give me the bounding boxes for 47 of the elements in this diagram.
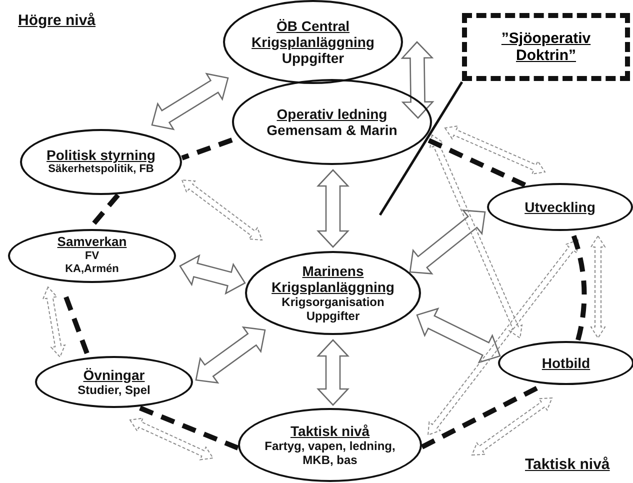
- double-arrow: [444, 125, 546, 175]
- ellipse-node: [8, 229, 176, 283]
- node-heading: Övningar: [83, 366, 145, 383]
- double-arrow: [195, 326, 266, 384]
- double-arrow: [409, 210, 486, 274]
- dashed-line: [64, 296, 90, 357]
- dashed-line: [181, 138, 233, 160]
- double-arrow: [590, 235, 606, 339]
- double-arrow: [429, 134, 523, 339]
- node-text: Säkerhetspolitik, FB: [48, 163, 154, 177]
- level-label: Högre nivå: [18, 12, 96, 29]
- double-arrow: [400, 41, 434, 119]
- ellipse-node: [498, 341, 633, 385]
- ellipse-node: [223, 0, 403, 84]
- ellipse-node: [245, 251, 421, 335]
- double-arrow: [427, 239, 579, 436]
- node-text: Krigsorganisation Uppgifter: [282, 294, 384, 324]
- ellipse-node: [35, 356, 193, 408]
- ellipse-node: [487, 183, 633, 231]
- node-text: Gemensam & Marin: [266, 122, 398, 138]
- double-arrow: [181, 179, 263, 241]
- dashed-box: [462, 13, 630, 81]
- node-text: Fartyg, vapen, ledning, MKB, bas: [264, 438, 396, 468]
- ellipse-node: [238, 408, 422, 482]
- node-heading: Utveckling: [524, 198, 596, 216]
- node-text: Uppgifter: [282, 50, 344, 66]
- double-arrow: [151, 72, 229, 130]
- node-heading: Operativ ledning: [276, 106, 388, 122]
- ellipse-node: [232, 79, 432, 165]
- level-label: Taktisk nivå: [525, 456, 610, 473]
- node-heading: Politisk styrning: [46, 147, 156, 164]
- double-arrow: [471, 397, 553, 456]
- double-arrow: [42, 286, 66, 358]
- double-arrow: [316, 169, 350, 248]
- node-text: FV KA,Armén: [64, 250, 120, 277]
- double-arrow: [179, 254, 246, 295]
- node-heading: Hotbild: [542, 354, 590, 372]
- node-heading: Taktisk nivå: [290, 422, 370, 439]
- node-heading: Samverkan: [57, 235, 127, 250]
- node-heading: ”Sjöoperativ Doktrin”: [500, 30, 592, 64]
- double-arrow: [316, 339, 350, 406]
- node-heading: Marinens Krigsplanläggning: [270, 262, 396, 295]
- node-text: Studier, Spel: [78, 382, 150, 398]
- node-heading: ÖB Central Krigsplanläggning: [250, 18, 376, 50]
- double-arrow: [416, 308, 501, 364]
- double-arrow: [129, 418, 214, 460]
- ellipse-node: [20, 129, 182, 195]
